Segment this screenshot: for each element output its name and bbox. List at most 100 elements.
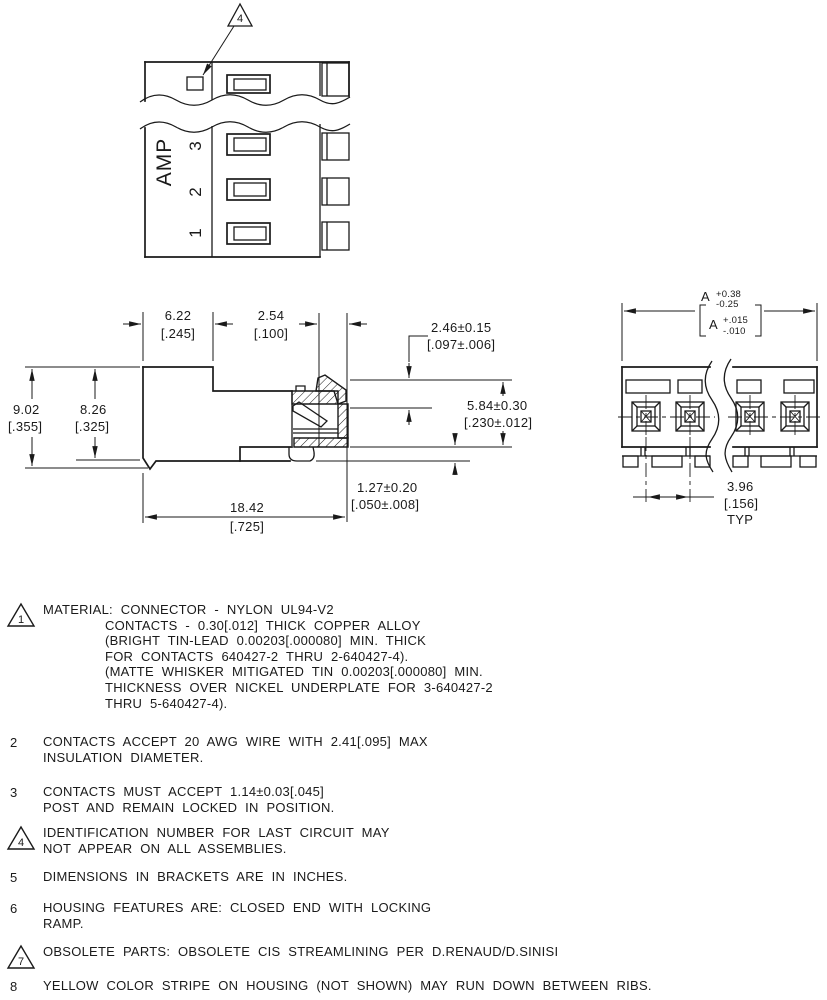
dim-contact-height: 5.84±0.30 [.230±.012] — [464, 382, 532, 445]
contact-spring-beam — [292, 401, 329, 428]
dim-127-mm: 1.27±0.20 — [357, 480, 417, 495]
dim-584-mm: 5.84±0.30 — [467, 398, 527, 413]
note-line: OBSOLETE PARTS: OBSOLETE CIS STREAMLININ… — [43, 944, 559, 959]
note-line: THRU 5-640427-4). — [105, 695, 228, 711]
cavity-1 — [631, 395, 661, 437]
note-6-number: 6 — [10, 901, 18, 916]
circuit-number-3: 3 — [186, 141, 205, 150]
front-feet — [622, 447, 817, 468]
dim-1842-in: [.725] — [230, 519, 264, 534]
note-2-text: CONTACTS ACCEPT 20 AWG WIRE WITH 2.41[.0… — [43, 734, 428, 765]
note-4: 4 IDENTIFICATION NUMBER FOR LAST CIRCUIT… — [6, 825, 390, 856]
note-line: (MATTE WHISKER MITIGATED TIN 0.00203[.00… — [105, 664, 483, 680]
note-6: 6 HOUSING FEATURES ARE: CLOSED END WITH … — [6, 900, 431, 931]
front-cavities — [618, 395, 821, 437]
contact-bottom-tail — [288, 446, 315, 462]
dim-826-mm: 8.26 — [80, 402, 107, 417]
break-wave-upper — [139, 94, 351, 106]
dim-front-pitch: 3.96 [.156] TYP — [633, 437, 758, 527]
dim-body-height: 8.26 [.325] — [75, 369, 109, 458]
note-8: 8 YELLOW COLOR STRIPE ON HOUSING (NOT SH… — [6, 978, 652, 996]
slot-circuit-1 — [226, 222, 271, 245]
note-8-text: YELLOW COLOR STRIPE ON HOUSING (NOT SHOW… — [43, 978, 652, 994]
dim-127-in: [.050±.008] — [351, 497, 419, 512]
brand-label: AMP — [153, 138, 176, 187]
contact-cross-section — [288, 374, 349, 462]
note-7-text: OBSOLETE PARTS: OBSOLETE CIS STREAMLININ… — [43, 944, 558, 960]
note-5-key: 5 — [6, 869, 43, 887]
note-4-flag-icon: 4 — [6, 825, 36, 850]
dim-246-in: [.097±.006] — [427, 337, 495, 352]
dim-overall-length: 18.42 [.725] — [145, 500, 345, 534]
note-line: INSULATION DIAMETER. — [43, 749, 204, 765]
note-3-number: 3 — [10, 785, 18, 800]
note-3: 3 CONTACTS MUST ACCEPT 1.14±0.03[.045] P… — [6, 784, 334, 815]
note-5-number: 5 — [10, 870, 18, 885]
note-line: MATERIAL: CONNECTOR - NYLON UL94-V2 — [43, 602, 334, 617]
circuit-4-callout: 4 — [202, 2, 254, 76]
note-7: 7 OBSOLETE PARTS: OBSOLETE CIS STREAMLIN… — [6, 944, 558, 969]
cavity-2 — [675, 395, 705, 437]
note-line: CONTACTS MUST ACCEPT 1.14±0.03[.045] — [43, 784, 325, 799]
note-7-number: 7 — [18, 956, 24, 968]
bracket-left — [699, 304, 706, 337]
dim-396-mm: 3.96 — [727, 479, 754, 494]
note-line: RAMP. — [43, 915, 84, 931]
dim-a-overall: A +0.38 -0.25 A +.015 -.010 — [621, 289, 818, 361]
dim-396-typ: TYP — [727, 512, 753, 527]
housing-profile — [142, 366, 306, 471]
dim-254-mm: 2.54 — [258, 308, 285, 323]
callout-triangle-flag — [226, 2, 254, 27]
side-tab-2 — [321, 177, 350, 206]
note-line: (BRIGHT TIN-LEAD 0.00203[.000080] MIN. T… — [105, 633, 427, 649]
note-2: 2 CONTACTS ACCEPT 20 AWG WIRE WITH 2.41[… — [6, 734, 428, 765]
note-1: 1 MATERIAL: CONNECTOR - NYLON UL94-V2 CO… — [6, 602, 493, 711]
dim-a-bracket-minus: -.010 — [723, 326, 746, 337]
note-line: IDENTIFICATION NUMBER FOR LAST CIRCUIT M… — [43, 825, 390, 840]
dim-beam: 2.46±0.15 [.097±.006] — [406, 320, 495, 425]
cavity-4 — [780, 395, 810, 437]
dim-width-top: 6.22 [.245] — [123, 308, 233, 341]
note-5-text: DIMENSIONS IN BRACKETS ARE IN INCHES. — [43, 869, 347, 885]
note-line: HOUSING FEATURES ARE: CLOSED END WITH LO… — [43, 900, 432, 915]
dim-a-plus: +0.38 — [716, 289, 741, 300]
note-line: DIMENSIONS IN BRACKETS ARE IN INCHES. — [43, 869, 348, 884]
note-line: POST AND REMAIN LOCKED IN POSITION. — [43, 799, 335, 815]
dim-standoff: 1.27±0.20 [.050±.008] — [351, 433, 458, 512]
slot-circuit-3 — [226, 133, 271, 156]
dim-254-in: [.100] — [254, 326, 288, 341]
bracket-right — [755, 304, 762, 337]
dim-396-in: [.156] — [724, 496, 758, 511]
slot-top — [226, 74, 271, 94]
circuit-number-2: 2 — [186, 187, 205, 196]
id-number-pad — [186, 76, 204, 91]
note-8-number: 8 — [10, 979, 18, 994]
note-2-key: 2 — [6, 734, 43, 752]
side-tab-top — [321, 62, 350, 97]
front-break-wave-right — [723, 358, 739, 473]
drawing-canvas: 4 — [8, 2, 821, 534]
cavity-3 — [735, 395, 765, 437]
side-section-view: 6.22 [.245] 2.54 [.100] 2.46±0.15 [.097±… — [8, 308, 532, 534]
top-view: 4 — [139, 2, 351, 258]
note-line: YELLOW COLOR STRIPE ON HOUSING (NOT SHOW… — [43, 978, 652, 993]
note-1-number: 1 — [18, 614, 24, 626]
note-2-number: 2 — [10, 735, 18, 750]
dim-622-in: [.245] — [161, 326, 195, 341]
dim-246-mm: 2.46±0.15 — [431, 320, 491, 335]
dim-a-minus: -0.25 — [716, 299, 739, 310]
note-line: CONTACTS - 0.30[.012] THICK COPPER ALLOY — [105, 617, 421, 633]
note-line: THICKNESS OVER NICKEL UNDERPLATE FOR 3-6… — [105, 679, 493, 695]
side-tab-1 — [321, 221, 350, 251]
dim-pitch: 2.54 [.100] — [254, 308, 367, 341]
callout-flag-number: 4 — [237, 13, 243, 25]
note-line: NOT APPEAR ON ALL ASSEMBLIES. — [43, 840, 287, 856]
note-7-flag-icon: 7 — [6, 944, 36, 969]
dim-902-mm: 9.02 — [13, 402, 40, 417]
note-line: CONTACTS ACCEPT 20 AWG WIRE WITH 2.41[.0… — [43, 734, 428, 749]
dim-overall-height: 9.02 [.355] — [8, 369, 42, 466]
side-extension-lines — [25, 312, 512, 523]
note-4-text: IDENTIFICATION NUMBER FOR LAST CIRCUIT M… — [43, 825, 390, 856]
